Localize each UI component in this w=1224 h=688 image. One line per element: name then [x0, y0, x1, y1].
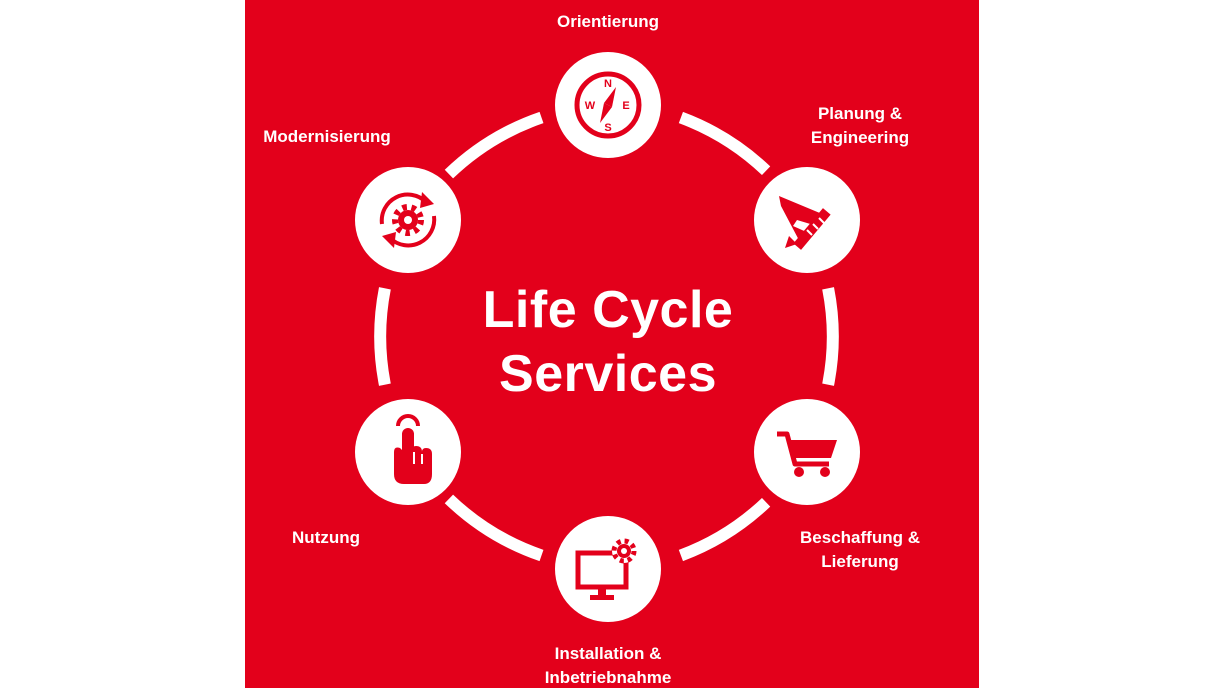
ring-arc: [444, 494, 544, 562]
diagram-panel: Life Cycle Services Orientierung N E S W…: [245, 0, 979, 688]
ring-arc: [822, 287, 839, 386]
ring-arc: [444, 111, 544, 179]
stage-node-beschaffung: [754, 399, 860, 505]
stage-node-installation: [555, 516, 661, 622]
center-title: Life Cycle Services: [408, 278, 808, 406]
svg-text:N: N: [604, 78, 612, 90]
center-title-line: Services: [499, 345, 717, 403]
stage-node-modernisierung: [355, 167, 461, 273]
monitor-gear-icon: [575, 538, 637, 600]
svg-text:E: E: [622, 100, 629, 112]
stage-node-planung: [754, 167, 860, 273]
stage-label-planung: Planung & Engineering: [810, 104, 910, 147]
stage-label-beschaffung: Beschaffung & Lieferung: [800, 528, 920, 571]
ring-arc: [678, 497, 771, 562]
svg-text:W: W: [585, 100, 596, 112]
ruler-pencil-icon: [779, 196, 831, 250]
center-title-line: Life Cycle: [482, 281, 734, 339]
svg-text:S: S: [604, 122, 611, 134]
stage-label-orientierung: Orientierung: [556, 12, 659, 31]
stage-node-orientierung: N E S W: [555, 52, 661, 158]
pointing-hand-icon: [394, 414, 432, 484]
cycle-ring: [374, 111, 839, 562]
compass-icon: N E S W: [574, 71, 642, 139]
gear-cycle-icon: [379, 192, 437, 248]
ring-arc: [678, 111, 771, 176]
shopping-cart-icon: [777, 431, 837, 477]
stage-label-modernisierung: Modernisierung: [263, 127, 391, 146]
stage-node-nutzung: [355, 399, 461, 505]
stage-label-nutzung: Nutzung: [292, 528, 360, 547]
ring-arc: [374, 287, 391, 386]
stage-label-installation: Installation & Inbetriebnahme: [544, 644, 672, 687]
